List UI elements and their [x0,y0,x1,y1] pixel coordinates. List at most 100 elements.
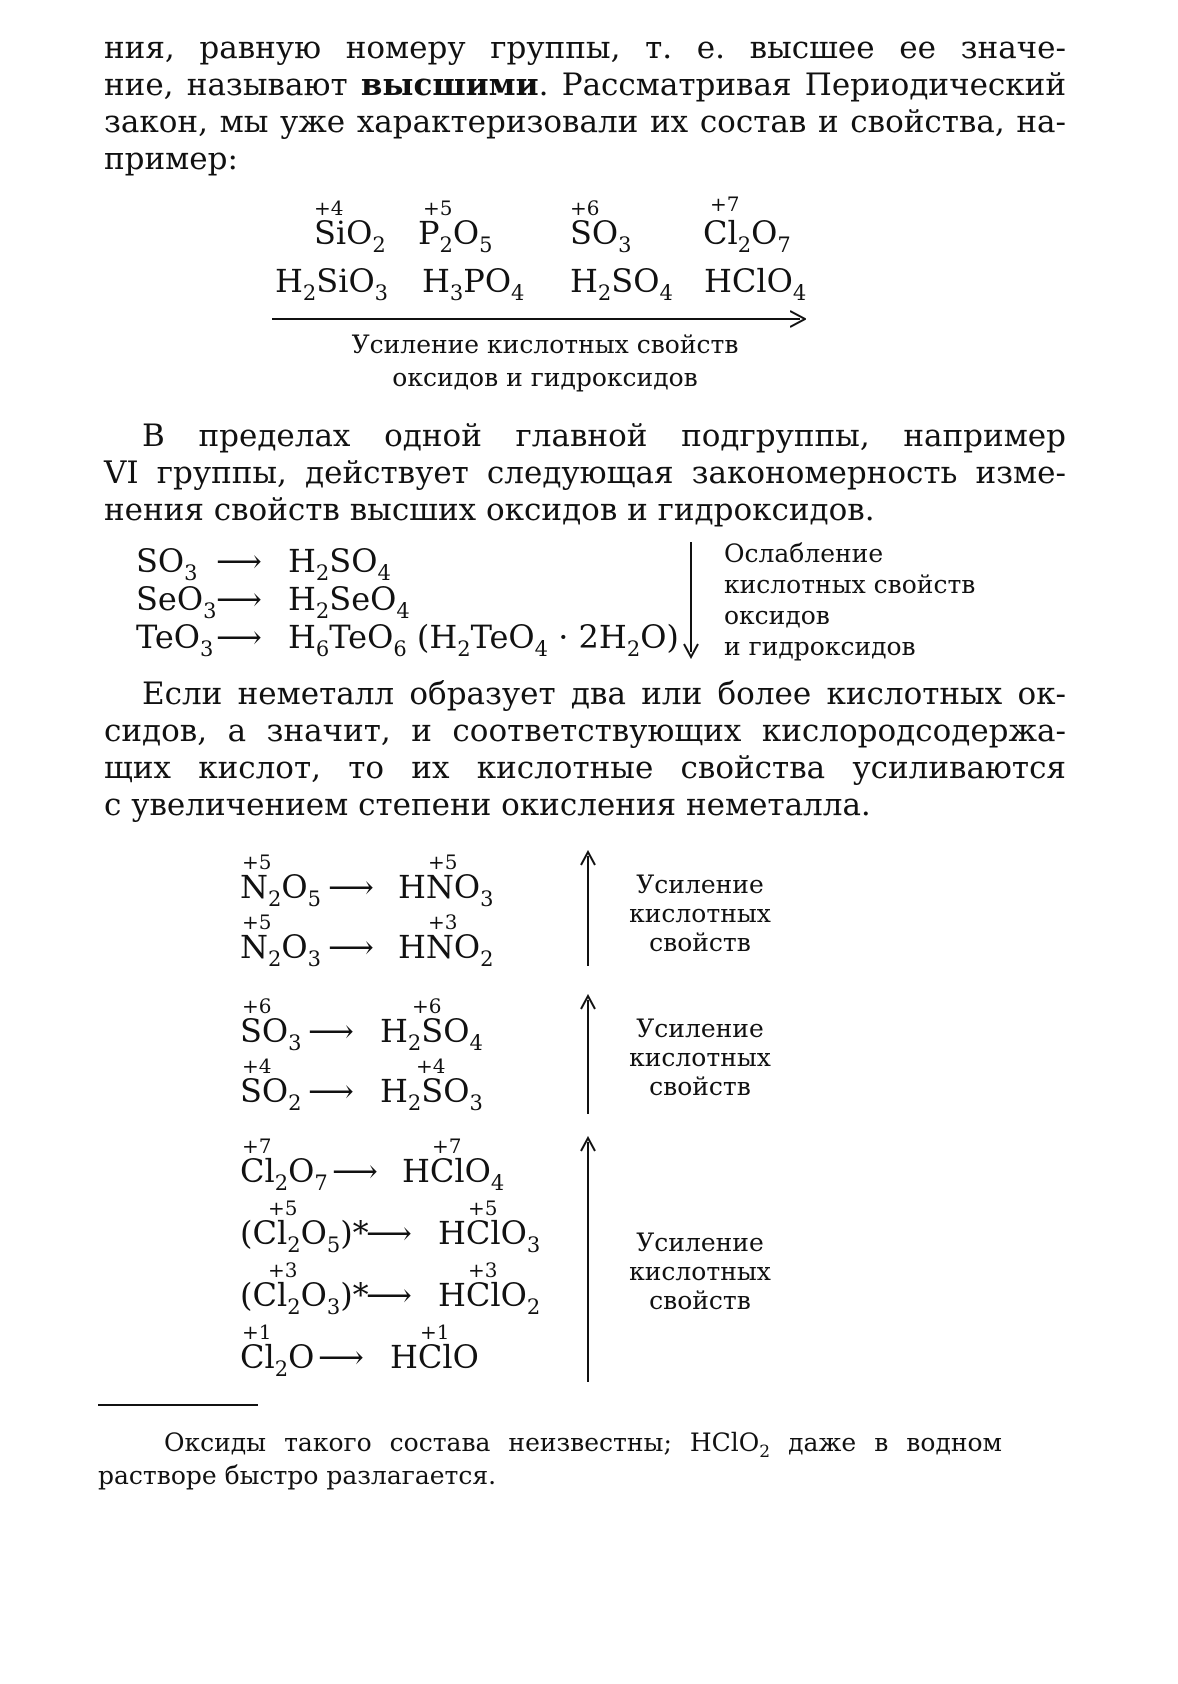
text-line: пример: [104,141,238,177]
formula-teo3: TeO3 [136,618,214,661]
oxidation-state: +5 [242,910,272,934]
reaction-arrow: ⟶ [216,580,262,618]
oxidation-state: +4 [416,1054,446,1078]
oxidation-state: +1 [242,1320,272,1344]
right-arrow [272,318,800,320]
formula-hclo2: HClO2 [438,1276,541,1319]
arrowhead-down-icon [683,643,699,659]
formula-h2so3: H2SO3 [380,1072,483,1115]
oxidation-state: +7 [432,1134,462,1158]
formula-cl2o3: (Cl2O3)* [240,1276,369,1319]
reaction-arrow: ⟶ [308,1012,354,1050]
oxidation-state: +5 [428,850,458,874]
reaction-arrow: ⟶ [216,542,262,580]
text-line: ние, называют высшими. Рассматривая Пери… [104,67,1066,103]
footnote-line: Оксиды такого состава неизвестны; HClO2 … [164,1428,1002,1462]
formula-so2: SO2 [240,1072,302,1115]
oxidation-state: +5 [268,1196,298,1220]
formula-so3: SO3 [240,1012,302,1055]
arrow-caption: Усиление кислотных свойств оксидов и гид… [272,328,818,394]
caption-line: Усиление кислотных свойств [351,330,739,359]
second-paragraph: В пределах одной главной подгруппы, напр… [104,418,1066,529]
oxidation-state: +5 [423,196,453,220]
formula-h2so4: H2SO4 [288,542,391,585]
arrowhead-icon [790,310,806,328]
reaction-arrow: ⟶ [216,618,262,656]
caption-line: Усиление [636,1014,764,1043]
block-caption: Усиление кислотных свойств [600,1228,800,1315]
oxidation-state: +3 [428,910,458,934]
formula-hclo4: HClO4 [402,1152,505,1195]
formula-n2o3: N2O3 [240,928,321,971]
caption-line: кислотных [629,1257,771,1286]
oxidation-state: +6 [412,994,442,1018]
formula-cl2o5: (Cl2O5)* [240,1214,369,1257]
oxidation-state: +4 [314,196,344,220]
up-arrow [587,856,589,966]
arrowhead-up-icon [580,1136,596,1152]
caption-line: свойств [649,1072,751,1101]
caption-line: Ослабление [724,539,884,568]
reaction-arrow: ⟶ [366,1276,412,1314]
block-caption: Усиление кислотных свойств [600,870,800,957]
formula-p2o5: P2O5 [418,214,493,257]
oxidation-state: +4 [242,1054,272,1078]
text-line: сидов, а значит, и соответствующих кисло… [104,713,1066,749]
oxidation-state: +6 [242,994,272,1018]
oxidation-state: +5 [468,1196,498,1220]
caption-line: свойств [649,1286,751,1315]
caption-line: оксидов [724,601,830,630]
bold-term: высшими [360,67,539,103]
text-line: с увеличением степени окисления неметалл… [104,787,871,823]
formula-h6teo6: H6TeO6 (H2TeO4 · 2H2O) [288,618,679,661]
down-arrow [690,542,692,652]
formula-sio2: SiO2 [314,214,386,257]
arrowhead-up-icon [580,850,596,866]
footnote-rule [98,1404,258,1406]
top-paragraph: ния, равную номеру группы, т. е. высшее … [104,30,1066,178]
reaction-arrow: ⟶ [366,1214,412,1252]
oxidation-state: +7 [242,1134,272,1158]
footnote: Оксиды такого состава неизвестны; HClO2 … [98,1426,1002,1492]
oxidation-state: +5 [242,850,272,874]
formula-cl2o7: Cl2O7 [703,214,791,257]
formula-h3po4: H3PO4 [422,262,525,305]
reaction-arrow: ⟶ [328,928,374,966]
reaction-arrow: ⟶ [332,1152,378,1190]
text-line: ния, равную номеру группы, т. е. высшее … [104,30,1066,66]
text-line: щих кислот, то их кислотные свойства уси… [104,750,1066,786]
reaction-arrow: ⟶ [328,868,374,906]
formula-hclo4: HClO4 [704,262,807,305]
formula-h2so4: H2SO4 [380,1012,483,1055]
formula-hno2: HNO2 [398,928,494,971]
up-arrow [587,1142,589,1382]
third-paragraph: Если неметалл образует два или более кис… [104,676,1066,824]
caption-line: свойств [649,928,751,957]
formula-seo3: SeO3 [136,580,217,623]
formula-h2so4: H2SO4 [570,262,673,305]
text-line: В пределах одной главной подгруппы, напр… [142,418,1066,454]
formula-n2o5: N2O5 [240,868,321,911]
group6-caption: Ослабление кислотных свойств оксидов и г… [724,538,1024,662]
caption-line: и гидроксидов [724,632,916,661]
formula-h2seo4: H2SeO4 [288,580,410,623]
up-arrow [587,1000,589,1114]
formula-hclo: HClO [390,1338,479,1376]
oxidation-state: +6 [570,196,600,220]
block-caption: Усиление кислотных свойств [600,1014,800,1101]
formula-so3: SO3 [136,542,198,585]
footnote-line: растворе быстро разлагается. [98,1461,497,1490]
caption-line: Усиление [636,1228,764,1257]
oxidation-state: +1 [420,1320,450,1344]
text-line: нения свойств высших оксидов и гидроксид… [104,492,875,528]
text-line: закон, мы уже характеризовали их состав … [104,104,1066,140]
oxidation-state: +7 [710,192,740,216]
text-line: Если неметалл образует два или более кис… [142,676,1066,712]
caption-line: кислотных [629,1043,771,1072]
reaction-arrow: ⟶ [308,1072,354,1110]
formula-cl2o7: Cl2O7 [240,1152,328,1195]
formula-h2sio3: H2SiO3 [275,262,389,305]
oxidation-state: +3 [268,1258,298,1282]
caption-line: кислотных свойств [724,570,976,599]
reaction-arrow: ⟶ [318,1338,364,1376]
